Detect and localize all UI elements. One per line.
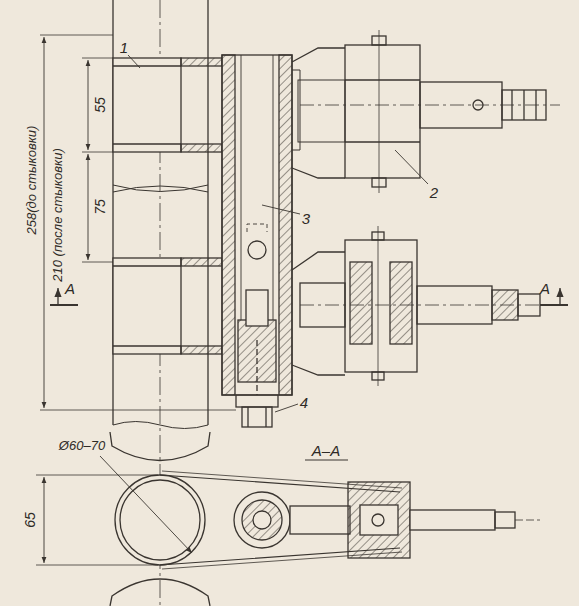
- section-mark: A: [540, 281, 550, 296]
- dimension-label: 55: [93, 97, 107, 113]
- dimension-label: Ø60–70: [59, 439, 105, 452]
- callout-number: 4: [300, 395, 308, 410]
- dimension-label: 210 (после стыковки): [51, 148, 64, 281]
- section-mark: A: [65, 281, 75, 296]
- callout-number: 2: [430, 185, 438, 200]
- dimension-label: 258(до стыковки): [25, 126, 38, 235]
- dimension-label: 75: [93, 199, 107, 215]
- callout-number: 1: [120, 40, 128, 55]
- section-title: A–A: [312, 443, 340, 458]
- callout-number: 3: [302, 211, 310, 226]
- dimension-label: 65: [23, 512, 37, 528]
